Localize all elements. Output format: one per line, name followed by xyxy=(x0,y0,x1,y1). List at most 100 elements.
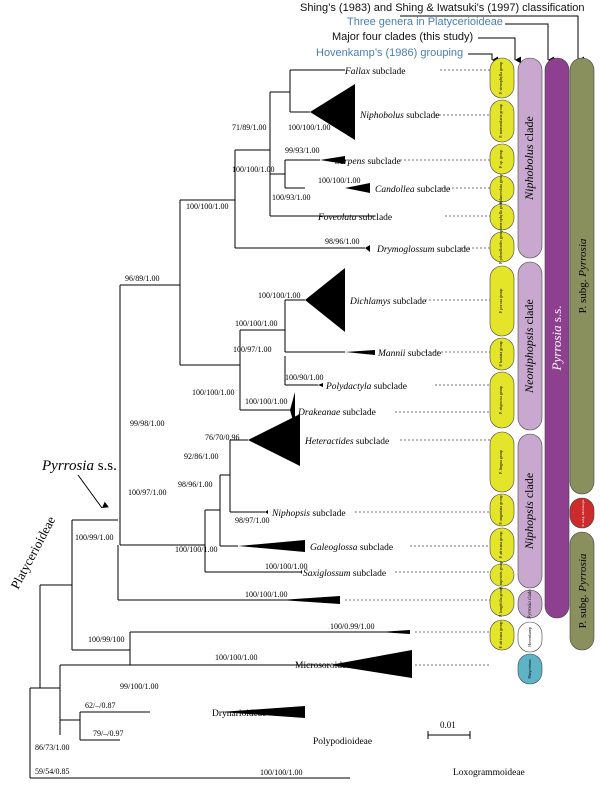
support-values: 71/89/1.00 100/100/1.00 99/93/1.00 100/1… xyxy=(35,123,374,777)
support-value: 98/96/1.00 xyxy=(178,480,212,489)
terminal-label: Candollea subclade xyxy=(375,185,450,195)
hovenkamp-pill-label: P. nummularia group xyxy=(498,104,503,137)
support-value: 100/97/1.00 xyxy=(128,488,166,497)
hovenkamp-pill-label: P. piloselloides group xyxy=(498,230,503,264)
svg-text:P. subg. Mobbergia: P. subg. Mobbergia xyxy=(581,499,585,526)
svg-text:Neoniphopsis clade: Neoniphopsis clade xyxy=(522,299,536,394)
support-value: 79/–/0.97 xyxy=(93,729,123,738)
svg-text:Niphobolus clade: Niphobolus clade xyxy=(522,116,536,201)
legend-shing-classification: Shing’s (1983) and Shing & Iwatsuki’s (1… xyxy=(300,2,585,14)
support-value: 100/99/100 xyxy=(88,635,124,644)
platycerium-bar xyxy=(517,653,543,685)
terminal-label: Niphopsis subclade xyxy=(271,509,346,519)
support-value: 86/73/1.00 xyxy=(35,743,69,752)
hovenkamp-pill-label: P. heterophylla group xyxy=(498,200,503,234)
support-value: 100/100/1.00 xyxy=(245,590,287,599)
outgroup-label: Loxogrammoideae xyxy=(453,768,525,778)
support-value: 100/100/1.00 xyxy=(265,562,307,571)
clade-triangle-niphobolus xyxy=(310,84,355,140)
support-value: 100/90/1.00 xyxy=(285,373,323,382)
hovenkamp-small-bar xyxy=(517,621,543,653)
support-value: 100/97/1.00 xyxy=(233,345,271,354)
hovenkamp-pill-label: P. africana group xyxy=(498,532,503,559)
terminal-label: Dichlamys subclade xyxy=(349,297,426,307)
terminal-label: Saxiglossum subclade xyxy=(303,569,386,579)
clade-bars: Niphobolus clade Neoniphopsis clade Niph… xyxy=(517,57,595,685)
support-value: 62/–/0.87 xyxy=(85,701,115,710)
support-value: 100/100/1.00 xyxy=(260,768,302,777)
niphobolus-clade-bar xyxy=(517,57,543,259)
svg-text:Niphopsis clade: Niphopsis clade xyxy=(522,473,536,550)
support-value: 92/86/1.00 xyxy=(184,452,218,461)
terminal-label: Drymoglossum subclade xyxy=(376,245,470,255)
scale-bar-label: 0.01 xyxy=(440,720,456,730)
svg-text:Platycerium: Platycerium xyxy=(527,658,532,678)
hovenkamp-pill-label: P. hastata group xyxy=(498,341,503,366)
neoniphopsis-clade-bar xyxy=(517,261,543,431)
terminal-label: Fallax subclade xyxy=(344,67,405,77)
subg-pyrrosia-top-bar xyxy=(569,57,595,495)
legend-three-genera: Three genera in Platycerioideae xyxy=(347,16,503,28)
terminal-label: Galeoglossa subclade xyxy=(310,543,393,553)
terminal-label: Drakeanae subclade xyxy=(297,408,376,418)
support-value: 100/100/1.00 xyxy=(318,176,360,185)
pyrrosia-ss-label: Pyrrosia s.s. xyxy=(41,458,117,474)
subg-red-bar xyxy=(569,497,595,529)
hovenkamp-pill-label: P. sp. group xyxy=(498,150,503,169)
support-value: 100/100/1.00 xyxy=(175,545,217,554)
scale-bar: 0.01 xyxy=(427,720,471,739)
support-value: 100/100/1.00 xyxy=(288,123,330,132)
support-value: 100/93/1.00 xyxy=(272,193,310,202)
terminal-label: Mannii subclade xyxy=(377,349,441,359)
support-value: 98/96/1.00 xyxy=(325,237,359,246)
hovenkamp-pill-label: P. stigmosa group xyxy=(498,386,503,414)
legend-major-four-clades: Major four clades (this study) xyxy=(332,31,474,43)
legend-leader-lines xyxy=(400,15,584,64)
hovenkamp-pill-label: P. africana group xyxy=(498,622,503,649)
hovenkamp-pill-label: P. longifolia group xyxy=(498,587,503,617)
svg-text:Pyrrosia s.s.: Pyrrosia s.s. xyxy=(549,306,564,372)
support-value: 99/93/1.00 xyxy=(285,146,319,155)
tree-branches xyxy=(29,69,410,779)
support-value: 99/98/1.00 xyxy=(130,419,164,428)
platycerioideae-label: Platycerioideae xyxy=(7,513,58,591)
hovenkamp-pill-label: P. lingua group xyxy=(498,450,503,474)
terminal-label: Foveolata subclade xyxy=(317,213,392,223)
svg-text:P. subg. Pyrrosia: P. subg. Pyrrosia xyxy=(577,553,589,628)
outgroup-label: Microsoroideae xyxy=(295,661,355,671)
support-value: 71/89/1.00 xyxy=(232,123,266,132)
support-value: 96/89/1.00 xyxy=(125,274,159,283)
terminal-label: Niphobolus subclade xyxy=(359,111,439,121)
terminal-labels: Fallax subclade Niphobolus subclade Serp… xyxy=(212,67,525,778)
terminal-label: Heteractides subclade xyxy=(304,437,389,447)
clade-triangle-heteractides xyxy=(248,414,300,466)
svg-text:P. subg. Pyrrosia: P. subg. Pyrrosia xyxy=(577,238,589,313)
subg-pyrrosia-bottom-bar xyxy=(569,531,595,651)
terminal-label: Polydactyla subclade xyxy=(325,382,407,392)
hovenkamp-pill-label: P. lanceolata group xyxy=(498,174,503,204)
dashed-guides xyxy=(345,69,490,666)
niphopsis-clade-bar xyxy=(517,433,543,589)
hovenkamp-pill-label: P. porosa group xyxy=(498,289,503,314)
hovenkamp-pills: P. stenophylla group P. nummularia group… xyxy=(489,57,515,651)
clade-triangle-platycerium xyxy=(330,650,412,678)
support-value: 100/99/1.00 xyxy=(75,533,113,542)
clade-triangle-dichlamys xyxy=(305,268,345,332)
pyrrosia-ss-arrow xyxy=(77,474,109,509)
hovenkamp-pill-label: P. rupestris group xyxy=(498,561,503,589)
svg-text:Hovenkamp: Hovenkamp xyxy=(527,627,532,647)
support-value: 100/100/1.00 xyxy=(235,319,277,328)
support-value: 59/54/0.85 xyxy=(35,767,69,776)
support-value: 98/97/1.00 xyxy=(235,516,269,525)
support-value: 100/100/1.00 xyxy=(192,388,234,397)
terminal-label: Serpens subclade xyxy=(335,157,401,167)
support-value: 100/100/1.00 xyxy=(232,165,274,174)
hovenkamp-pill-label: P. angustata group xyxy=(498,495,503,524)
outgroup-label: Drynarioideae xyxy=(212,709,266,719)
support-value: 100/100/1.00 xyxy=(186,202,228,211)
pyrrosia-clade-bar xyxy=(517,589,543,619)
support-value: 100/100/1.00 xyxy=(258,291,300,300)
legend-hovenkamp-grouping: Hovenkamp’s (1986) grouping xyxy=(316,47,464,59)
outgroup-label: Polypodioideae xyxy=(313,737,372,747)
